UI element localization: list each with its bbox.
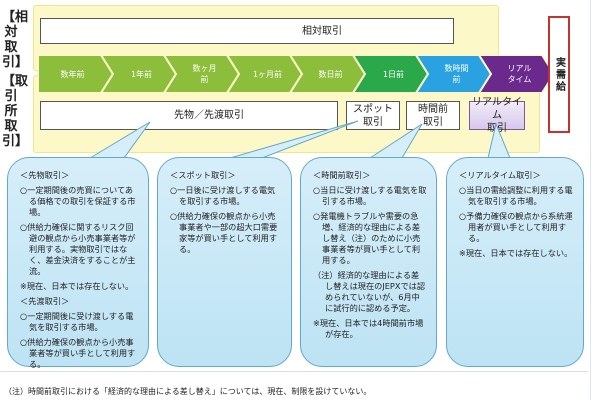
timeline-label-4: 数日前 [318, 69, 343, 79]
spot-trade-label: スポット 取引 [353, 103, 393, 128]
timeline-arrow-5 [351, 55, 430, 93]
timeline-arrow-3 [225, 55, 304, 93]
timeline-label-5: 1日前 [382, 69, 405, 79]
bubble-tail-forward [88, 121, 151, 159]
bubble-paragraph: ○供給力確保に関するリスク回避の観点から小売事業者等が利用する。実物取引ではなく… [20, 222, 136, 276]
timeline-label-1: 1年前 [130, 69, 153, 79]
actual-supply-box: 実需給 [548, 16, 570, 133]
bubble-paragraph: ＜スポット取引＞ [170, 170, 236, 180]
spot-trade-box: スポット 取引 [346, 101, 400, 130]
bubble-paragraph: ○一定期間後の売買についてある価格での取引を保証する市場。 [20, 185, 136, 217]
bubble-paragraph: ○供給力確保の観点から小売事業者や一部の超大口需要家等が買い手として利用する。 [170, 211, 278, 254]
bubble-paragraph: ※現在、日本では4時間前市場が存在。 [313, 318, 424, 339]
intraday-trade-bubble: ＜時間前取引＞ ○当日に受け渡しする電気を取引する市場。 ○発電機トラブルや需要の急… [300, 157, 437, 367]
timeline-arrows [38, 55, 556, 93]
bubble-paragraph: ＜時間前取引＞ [313, 170, 371, 180]
bubble-paragraph: ○当日に受け渡しする電気を取引する市場。 [313, 185, 427, 206]
bubble-paragraph: ※現在、日本では存在しない。 [20, 281, 134, 291]
forward-trade-label: 先物／先渡取引 [174, 110, 244, 121]
timeline-arrow-1 [99, 55, 178, 93]
spot-trade-bubble: ＜スポット取引＞ ○一日後に受け渡しする電気を取引する市場。 ○供給力確保の観点から… [157, 157, 292, 367]
bubble-paragraph: ○供給力確保の観点から小売事業者等が買い手として利用する。 [20, 337, 136, 369]
timeline-label-6: 数時間 前 [444, 64, 469, 84]
bubble-paragraph: ○一定期間後に受け渡しする電気を取引する市場。 [20, 311, 134, 332]
footnote: （注）時間前取引における「経済的な理由による差し替え」については、現在、制限を設… [4, 387, 372, 396]
forward-trade-bubble: ＜先物取引＞ ○一定期間後の売買についてある価格での取引を保証する市場。 ○供給力確… [7, 157, 149, 369]
timeline-arrow-7 [477, 55, 556, 93]
timeline-arrow-6 [414, 55, 493, 93]
timeline-label-2: 数ヶ月 前 [192, 64, 217, 84]
bubble-tail-intraday [368, 123, 423, 159]
intraday-trade-box: 時間前 取引 [406, 101, 460, 130]
relative-trade-label: 相対取引 [302, 25, 342, 37]
realtime-trade-bubble: ＜リアルタイム取引＞ ○当日の需給調整に利用する電気を取引する市場。 ○予備力確保の… [446, 157, 584, 367]
bubble-paragraph: ○発電機トラブルや需要の急増、経済的な理由による差し替え（注）のために小売事業者… [313, 211, 421, 265]
actual-supply-label: 実需給 [553, 56, 565, 93]
bubble-tail-realtime [487, 122, 511, 159]
right-border-line [590, 0, 591, 400]
forward-trade-box: 先物／先渡取引 [40, 101, 338, 130]
timeline-label-7: リアル タイム [507, 64, 532, 84]
timeline-label-0: 数年前 [60, 69, 85, 79]
timeline-arrow-4 [288, 55, 367, 93]
bubble-paragraph: ＜先物取引＞ [20, 170, 70, 180]
divider-line [0, 371, 588, 372]
bubble-paragraph: ○当日の需給調整に利用する電気を取引する市場。 [459, 185, 573, 206]
timeline-label-3: 1ヶ月前 [252, 69, 283, 79]
timeline-arrow-2 [162, 55, 241, 93]
bubble-paragraph: ※現在、日本では存在しない。 [459, 248, 573, 258]
intraday-trade-label: 時間前 取引 [418, 103, 448, 128]
bubble-paragraph: （注）経済的な理由による差し替えは現在のJEPXでは認められていないが、6月中に… [313, 270, 426, 313]
bubble-paragraph: ○一日後に受け渡しする電気を取引する市場。 [170, 185, 276, 206]
bubble-tail-spot [229, 120, 359, 159]
bubble-paragraph: ○予備力確保の観点から系統運用者が買い手として利用する。 [459, 211, 573, 243]
bubble-paragraph: ＜リアルタイム取引＞ [459, 170, 541, 180]
bubble-paragraph: ＜先渡取引＞ [20, 296, 70, 306]
relative-trade-box: 相対取引 [40, 18, 454, 44]
